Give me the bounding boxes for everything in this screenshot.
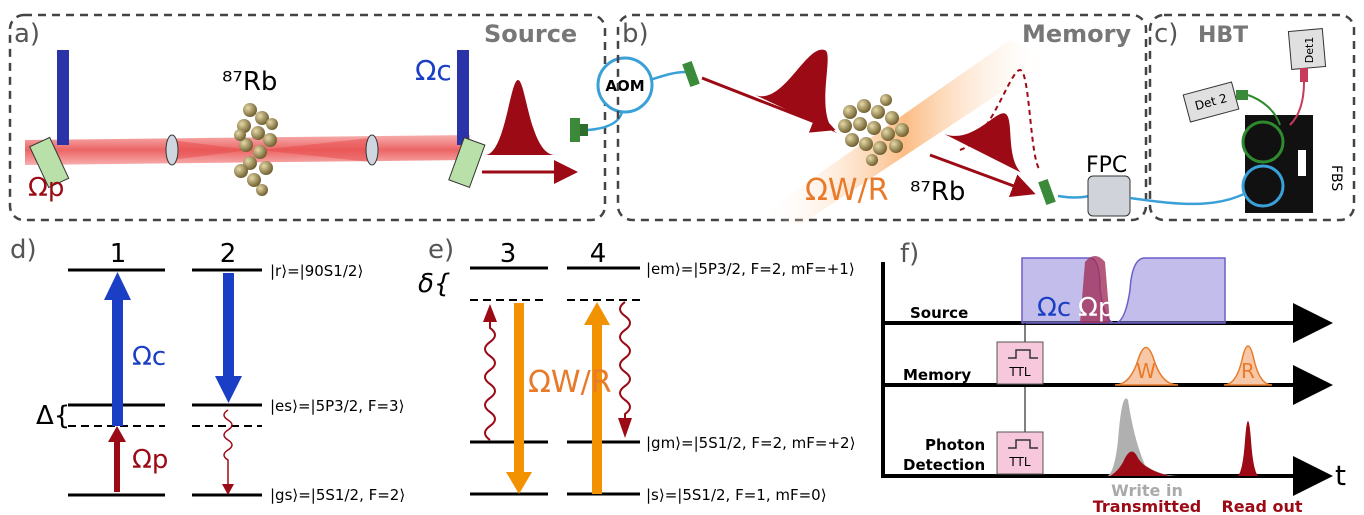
panel-e: e) 3 4 δ{ ΩW/R |em⟩=|5P3/2, F=2, mF=+1⟩ … xyxy=(418,235,855,504)
photon-pulse-b-in xyxy=(755,49,838,134)
level-r-label: |r⟩=|90S1/2⟩ xyxy=(270,262,363,280)
fbs-loop-bottom xyxy=(1241,164,1285,208)
ttl-label-memory: TTL xyxy=(1008,365,1030,379)
delta-brace-e: δ{ xyxy=(418,269,450,299)
row-label-photon-1: Photon xyxy=(925,436,985,454)
level-g-label: |gs⟩=|5S1/2, F=2⟩ xyxy=(270,486,405,504)
panel-f-letter: f) xyxy=(900,239,919,269)
level-col-2: 2 xyxy=(220,239,237,269)
level-s-label: |s⟩=|5S1/2, F=1, mF=0⟩ xyxy=(646,486,827,504)
atom-label-b: ⁸⁷Rb xyxy=(910,177,965,207)
panel-a: a) Source ⁸⁷Rb Ωc Ωp xyxy=(8,13,607,222)
photon-pulse-b-out xyxy=(944,113,1021,173)
write-label: W xyxy=(1136,359,1156,383)
level-e-label: |es⟩=|5P3/2, F=3⟩ xyxy=(270,397,404,415)
panel-c-letter: c) xyxy=(1154,19,1178,49)
control-arrow-down xyxy=(223,273,234,378)
level-gm-label: |gm⟩=|5S1/2, F=2, mF=+2⟩ xyxy=(646,434,855,452)
fiber-aom-in xyxy=(587,111,624,132)
panel-c-frame xyxy=(1148,13,1356,222)
ttl-box-memory xyxy=(996,341,1044,385)
level-col-4: 4 xyxy=(590,239,607,269)
omega-c-label-a: Ωc xyxy=(415,54,452,87)
omega-p-label-d: Ωp xyxy=(132,445,168,475)
panel-b-letter: b) xyxy=(622,19,649,49)
panel-c-title: HBT xyxy=(1198,23,1248,48)
level-col-1: 1 xyxy=(110,239,127,269)
photon-arrow-b-out xyxy=(929,153,1036,198)
row-label-photon-2: Detection xyxy=(903,456,985,474)
panel-b-title: Memory xyxy=(1022,20,1131,48)
ttl-label-photon: TTL xyxy=(1008,455,1030,469)
omega-c-label-f: Ωc xyxy=(1037,293,1071,323)
transmitted-label: Transmitted xyxy=(1093,497,1202,515)
output-photon-wave xyxy=(619,301,631,420)
photon-pulse-a xyxy=(485,80,555,155)
atom-cloud-b xyxy=(838,94,909,166)
emission-wave-d xyxy=(223,409,233,488)
write-pulse xyxy=(1114,346,1179,386)
det1-label: Det1 xyxy=(1303,37,1316,64)
panel-d-letter: d) xyxy=(10,235,37,265)
panel-c: c) HBT FBS Det1 Det 2 xyxy=(1148,13,1356,222)
mirror-left xyxy=(29,136,70,189)
level-col-3: 3 xyxy=(500,239,517,269)
transmitted-photon xyxy=(1110,451,1170,476)
control-beam-left xyxy=(57,50,69,145)
panel-b-frame xyxy=(616,13,1148,222)
lens-left xyxy=(165,134,179,166)
time-label: t xyxy=(1335,459,1346,492)
ttl-box-photon xyxy=(996,431,1044,475)
fiber-coupler-b-in xyxy=(682,61,700,87)
omega-p-label-f: Ωp xyxy=(1078,293,1114,323)
read-pulse xyxy=(1223,345,1273,386)
det2-box xyxy=(1182,81,1240,123)
det1-box xyxy=(1287,28,1327,70)
mirror-right xyxy=(448,136,486,189)
fbs-loop-top xyxy=(1241,120,1285,164)
lens-right xyxy=(365,134,379,166)
control-arrow-up xyxy=(112,298,123,426)
write-arrow-down xyxy=(514,303,524,473)
read-arrow-up xyxy=(592,323,602,494)
beam-focus-left xyxy=(170,140,250,160)
fiber-coupler-b-out xyxy=(1038,179,1056,205)
omega-c-label-d: Ωc xyxy=(132,342,166,372)
probe-field-pulse xyxy=(1080,256,1110,323)
row-label-memory: Memory xyxy=(903,366,971,384)
delta-brace-d: Δ{ xyxy=(36,401,70,431)
control-beam-right xyxy=(457,50,469,145)
read-label: R xyxy=(1241,359,1255,383)
panel-d: d) 1 2 Ωc Ωp Δ{ |r⟩=|90S1/2⟩ |es⟩=|5P3/2… xyxy=(10,235,405,504)
beam-focus-right xyxy=(260,138,370,162)
fpc-label: FPC xyxy=(1086,153,1127,178)
panel-a-letter: a) xyxy=(14,19,40,49)
write-in-photon xyxy=(1108,398,1180,476)
omega-wr-label-b: ΩW/R xyxy=(805,173,889,208)
fbs-label: FBS xyxy=(1328,165,1344,191)
fiber-aom-out xyxy=(649,70,687,82)
fpc-box xyxy=(1087,175,1131,217)
input-photon-wave xyxy=(484,318,496,441)
omega-p-label-a: Ωp xyxy=(28,173,64,203)
panel-b: b) Memory ΩW/R ⁸⁷Rb FPC xyxy=(616,13,1266,225)
panel-e-letter: e) xyxy=(428,235,454,265)
photon-pulse-b-ghost xyxy=(959,68,1041,171)
panel-a-title: Source xyxy=(484,20,577,48)
aom-label: AOM xyxy=(605,77,644,95)
row-label-source: Source xyxy=(910,304,968,322)
atom-label-a: ⁸⁷Rb xyxy=(222,67,277,97)
write-in-label: Write in xyxy=(1111,481,1183,500)
fiber-coupler-a xyxy=(570,118,580,142)
panel-f: f) t Source Memory Photon Detection Ωc Ω… xyxy=(881,239,1346,515)
level-em-label: |em⟩=|5P3/2, F=2, mF=+1⟩ xyxy=(646,260,855,278)
omega-wr-label-e: ΩW/R xyxy=(528,365,612,400)
read-out-label: Read out xyxy=(1221,497,1302,515)
panel-a-frame xyxy=(8,13,607,222)
atom-cloud-a xyxy=(234,103,278,196)
read-out-photon xyxy=(1238,421,1258,476)
aom xyxy=(596,56,654,114)
